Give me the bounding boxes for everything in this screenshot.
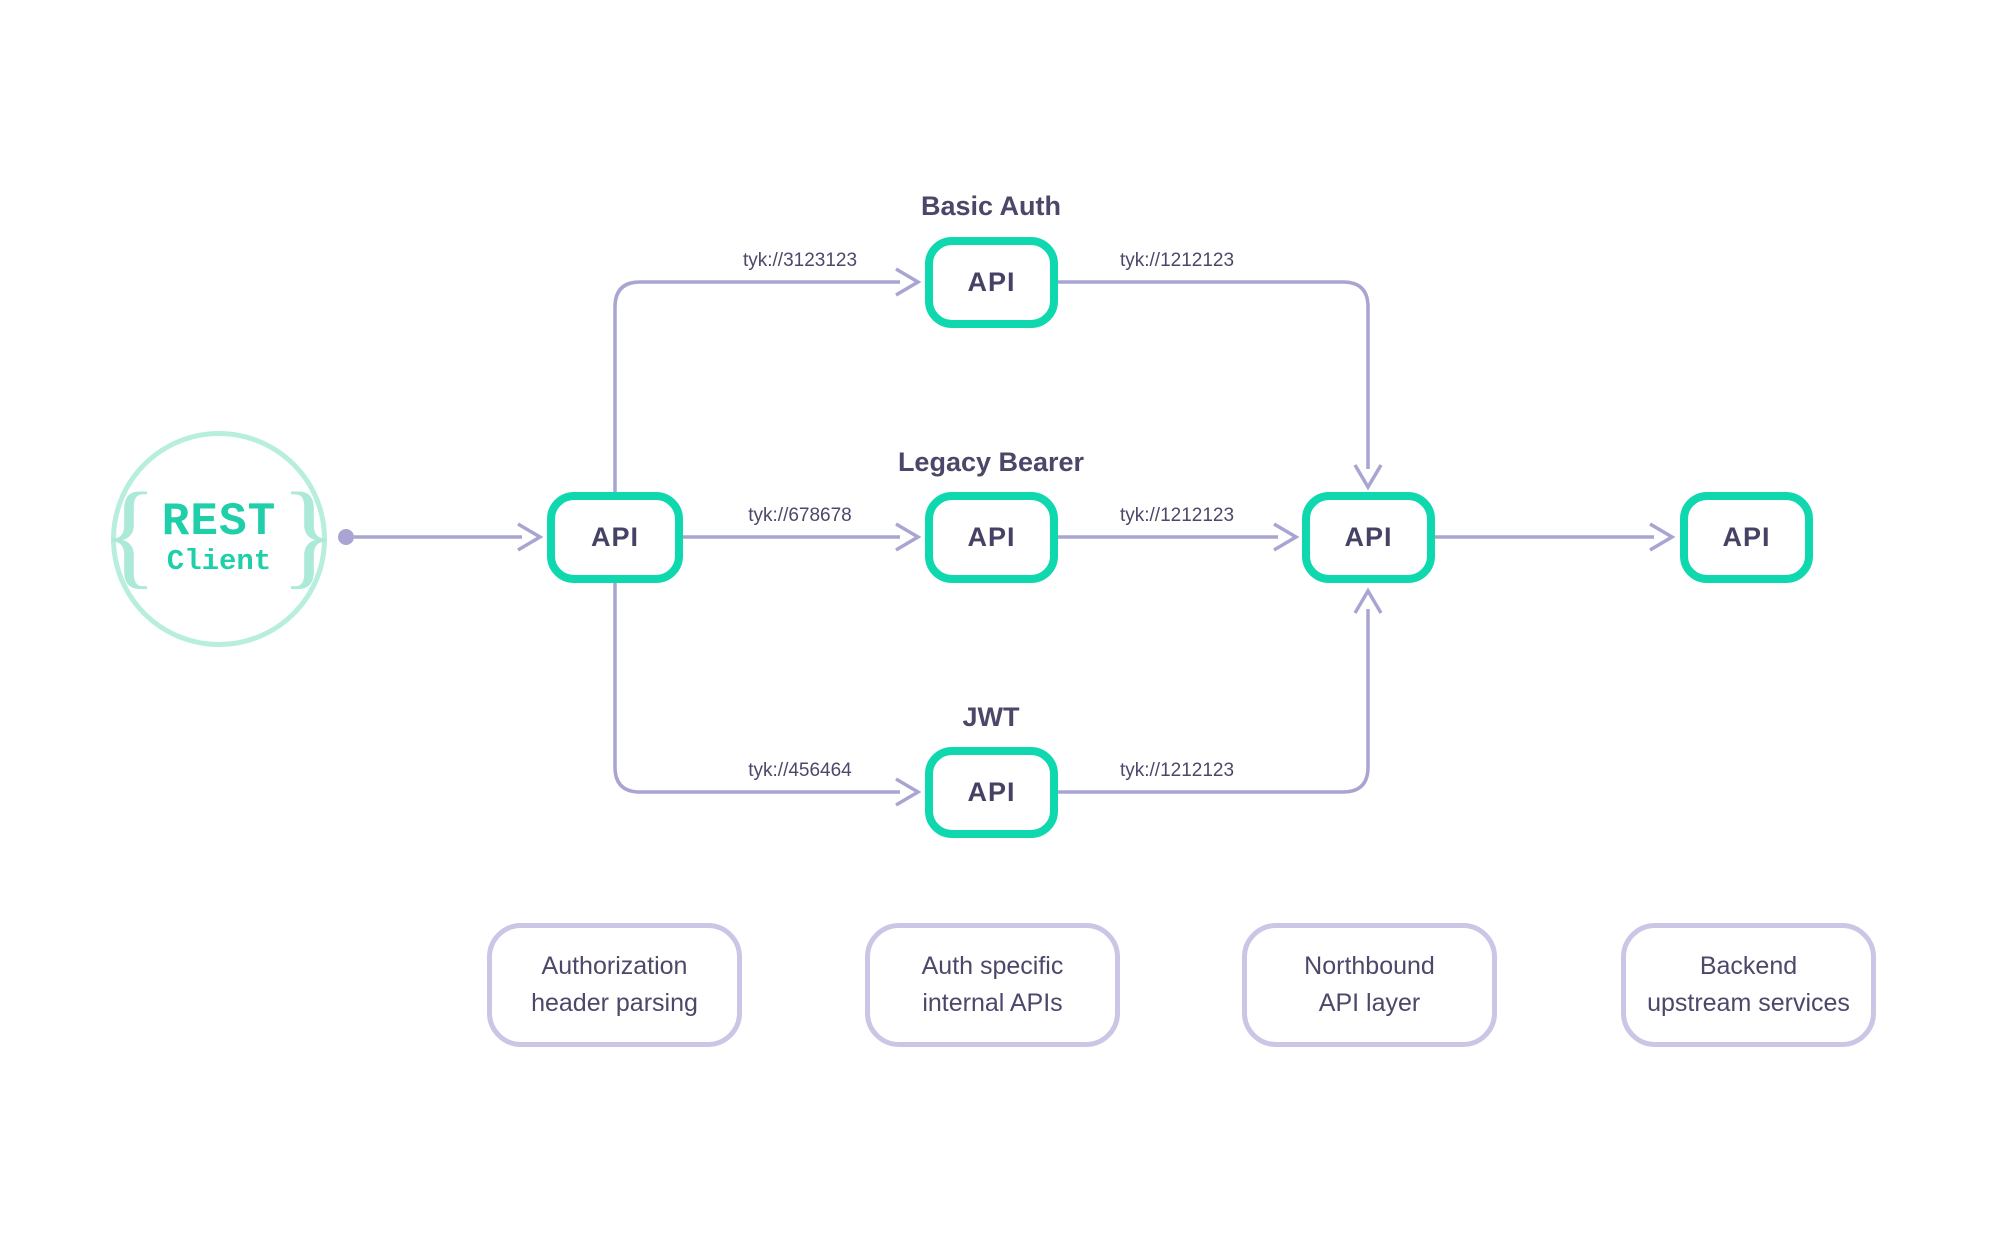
caption-auth-specific-internal-apis: Auth specific internal APIs [865, 923, 1120, 1047]
api-node-label: API [590, 522, 639, 552]
arrowhead-basic-to-northbound [1353, 464, 1383, 491]
arrowhead-northbound-to-backend [1649, 522, 1676, 552]
api-node-label: API [1344, 522, 1393, 552]
node-legacy-bearer-api: API [925, 492, 1058, 583]
caption-line: upstream services [1647, 989, 1850, 1017]
arrowhead-parser-to-legacy [895, 522, 922, 552]
node-jwt-api: API [925, 747, 1058, 838]
caption-line: API layer [1318, 989, 1421, 1017]
caption-line: Backend [1699, 952, 1798, 980]
node-backend-api: API [1680, 492, 1813, 583]
api-node-label: API [967, 267, 1016, 297]
node-auth-parsing-api: API [547, 492, 683, 583]
edge-basic-to-northbound [1058, 280, 1370, 469]
edge-label-basic-in: tyk://3123123 [742, 250, 858, 271]
arrowhead-jwt-to-northbound [1353, 587, 1383, 614]
api-node-label: API [1722, 522, 1771, 552]
rest-client-node: { REST Client } [101, 431, 337, 647]
client-label-client: Client [166, 545, 272, 579]
edge-parser-to-basic [613, 280, 900, 492]
edge-label-jwt-in: tyk://456464 [748, 760, 852, 781]
node-northbound-api: API [1302, 492, 1435, 583]
caption-line: header parsing [531, 989, 698, 1017]
flow-title-jwt: JWT [962, 702, 1020, 732]
client-label-rest: REST [161, 496, 277, 549]
api-node-label: API [967, 777, 1016, 807]
edge-jwt-to-northbound [1058, 609, 1370, 794]
caption-line: Auth specific [921, 952, 1064, 980]
edge-label-legacy-in: tyk://678678 [748, 505, 852, 526]
caption-line: Northbound [1304, 952, 1435, 980]
connector-start-dot [338, 529, 354, 545]
arrowhead-client-to-parser [517, 522, 544, 552]
edge-label-legacy-out: tyk://1212123 [1119, 505, 1235, 526]
arrowhead-parser-to-basic [895, 267, 922, 297]
client-right-brace: } [280, 468, 337, 599]
flow-title-legacy-bearer: Legacy Bearer [897, 447, 1085, 477]
api-node-label: API [967, 522, 1016, 552]
edge-label-basic-out: tyk://1212123 [1119, 250, 1235, 271]
client-label: REST Client [158, 499, 280, 578]
client-left-brace: { [101, 468, 158, 599]
caption-authorization-header-parsing: Authorization header parsing [487, 923, 742, 1047]
caption-line: internal APIs [922, 989, 1063, 1017]
flow-title-basic-auth: Basic Auth [920, 191, 1062, 221]
caption-northbound-api-layer: Northbound API layer [1242, 923, 1497, 1047]
arrowhead-parser-to-jwt [895, 777, 922, 807]
caption-backend-upstream-services: Backend upstream services [1621, 923, 1876, 1047]
arrowhead-legacy-to-northbound [1273, 522, 1300, 552]
edge-label-jwt-out: tyk://1212123 [1119, 760, 1235, 781]
node-basic-auth-api: API [925, 237, 1058, 328]
edge-parser-to-jwt [613, 583, 900, 794]
caption-line: Authorization [541, 952, 688, 980]
